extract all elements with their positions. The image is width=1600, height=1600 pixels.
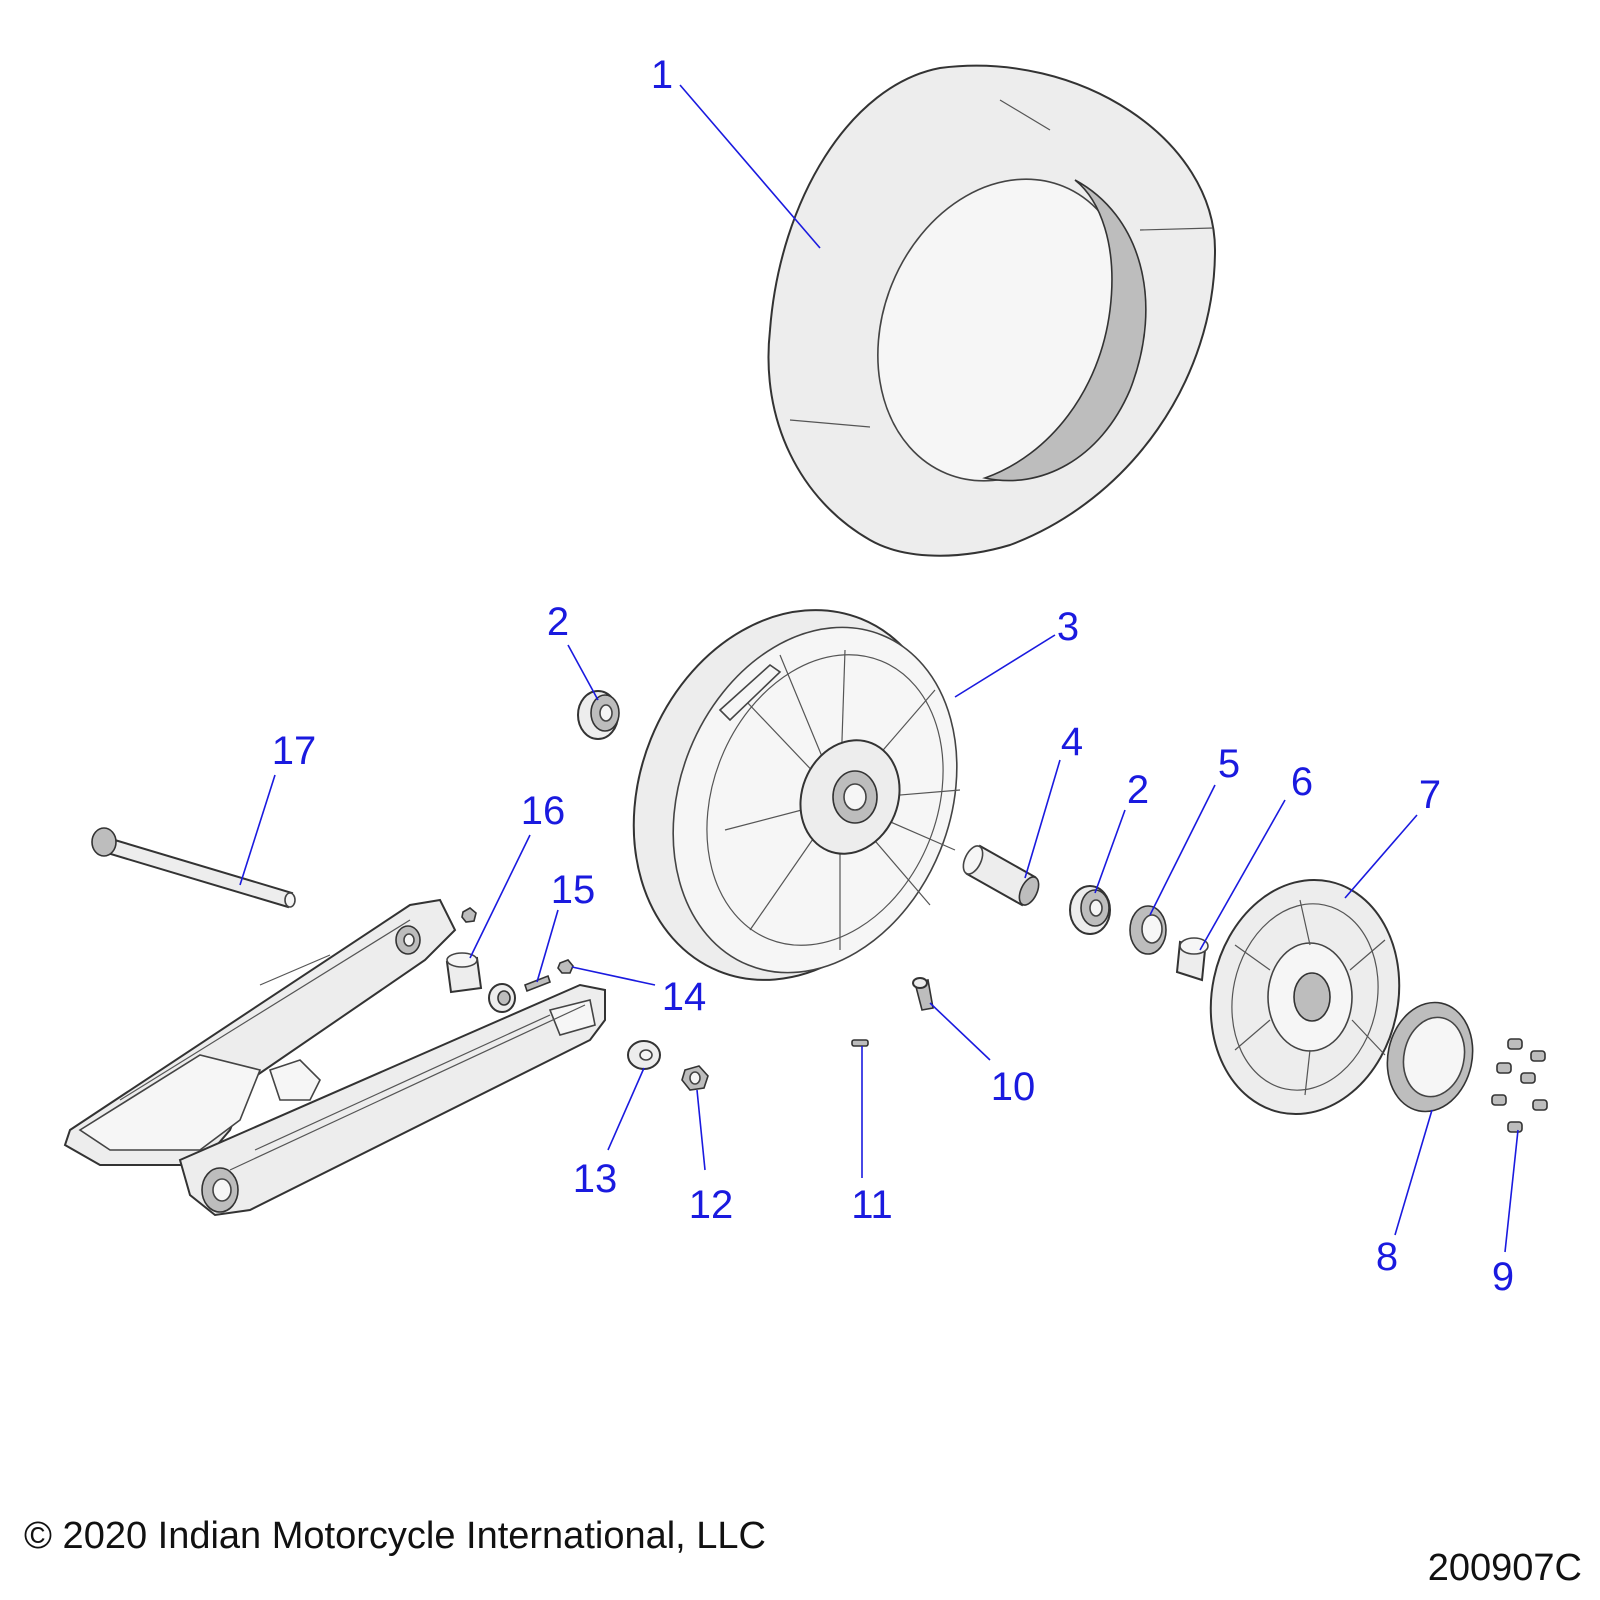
copyright-notice: © 2020 Indian Motorcycle International, …	[24, 1515, 766, 1557]
callout-6: 6	[1291, 760, 1313, 804]
rotor-bolts	[1491, 1038, 1548, 1133]
tire	[767, 64, 1217, 557]
axle-nut	[681, 1065, 709, 1091]
adjuster-bolt	[524, 974, 551, 993]
callout-15: 15	[551, 868, 596, 912]
callout-2-left: 2	[547, 600, 569, 644]
callout-13: 13	[573, 1157, 618, 1201]
spacer-tube	[962, 844, 1040, 907]
adjuster-washer	[488, 983, 516, 1013]
washer	[627, 1040, 661, 1070]
callout-2-right: 2	[1127, 768, 1149, 812]
callout-11: 11	[851, 1183, 893, 1227]
callout-17: 17	[272, 729, 317, 773]
callout-10: 10	[991, 1065, 1036, 1109]
callout-14: 14	[662, 975, 707, 1019]
tone-ring	[1386, 1001, 1474, 1113]
callout-4: 4	[1061, 720, 1083, 764]
callout-12: 12	[689, 1183, 734, 1227]
bearing-left	[577, 690, 620, 740]
valve-stem	[912, 977, 934, 1011]
brake-rotor	[1209, 878, 1401, 1116]
wheel	[632, 609, 961, 981]
callout-9: 9	[1492, 1255, 1514, 1299]
drawing-number: 200907C	[1428, 1547, 1582, 1589]
callout-3: 3	[1057, 605, 1079, 649]
callout-8: 8	[1376, 1235, 1398, 1279]
callout-7: 7	[1419, 773, 1441, 817]
bearing-right	[1069, 885, 1111, 935]
bushing	[445, 952, 483, 994]
seal	[1129, 905, 1167, 955]
callout-numbers: 1 2 3 4 2 5 6 7 8 9 10 11 12 13 14 15 16…	[272, 53, 1514, 1299]
callout-1: 1	[651, 53, 673, 97]
adjuster-nut	[557, 959, 574, 974]
spacer	[1175, 937, 1209, 982]
balance-weight	[851, 1039, 869, 1047]
axle	[91, 827, 296, 909]
callout-5: 5	[1218, 742, 1240, 786]
callout-16: 16	[521, 789, 566, 833]
small-nut	[461, 907, 477, 923]
leader-lines	[239, 84, 1519, 1253]
swingarm	[63, 898, 606, 1217]
